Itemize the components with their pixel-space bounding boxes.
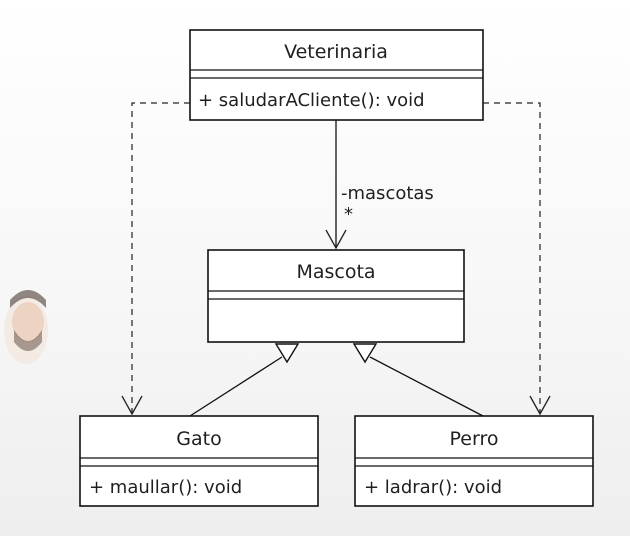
association-mascotas: -mascotas * bbox=[325, 120, 434, 250]
dependency-arrowhead-gato bbox=[121, 395, 143, 416]
class-veterinaria: Veterinaria + saludarACliente(): void bbox=[189, 29, 484, 121]
inheritance-triangle-gato bbox=[274, 343, 300, 364]
class-gato: Gato + maullar(): void bbox=[79, 415, 319, 507]
class-mascota: Mascota bbox=[207, 249, 465, 343]
generalization-perro-mascota bbox=[352, 343, 484, 417]
class-name-perro: Perro bbox=[450, 428, 499, 450]
class-name-veterinaria: Veterinaria bbox=[284, 41, 388, 63]
association-role-label: -mascotas bbox=[341, 183, 434, 204]
generalization-gato-mascota bbox=[189, 343, 300, 417]
dependency-veterinaria-perro bbox=[483, 102, 551, 416]
class-perro: Perro + ladrar(): void bbox=[354, 415, 594, 507]
inheritance-triangle-perro bbox=[352, 343, 378, 364]
method-saludar-a-cliente: + saludarACliente(): void bbox=[198, 90, 425, 111]
association-arrowhead bbox=[325, 229, 347, 250]
method-ladrar: + ladrar(): void bbox=[364, 477, 502, 498]
dependency-veterinaria-gato bbox=[121, 102, 190, 416]
class-name-mascota: Mascota bbox=[296, 261, 375, 283]
association-multiplicity-label: * bbox=[344, 204, 353, 225]
presenter-avatar bbox=[4, 290, 48, 364]
method-maullar: + maullar(): void bbox=[89, 477, 242, 498]
class-name-gato: Gato bbox=[176, 428, 221, 450]
dependency-arrowhead-perro bbox=[529, 395, 551, 416]
